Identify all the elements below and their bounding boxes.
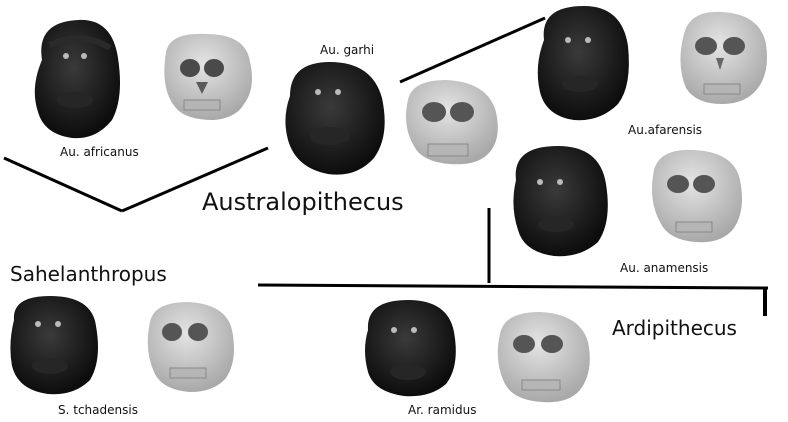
afarensis-head-image bbox=[538, 6, 629, 120]
branch-africanus-left bbox=[4, 158, 122, 211]
label-anamensis: Au. anamensis bbox=[620, 262, 708, 274]
anamensis-skull-image bbox=[652, 150, 742, 242]
garhi-head-image bbox=[285, 62, 384, 175]
branch-garhi-afarensis bbox=[400, 18, 545, 82]
ramidus-skull-image bbox=[498, 312, 590, 402]
anamensis-head-image bbox=[513, 146, 607, 256]
africanus-skull-image bbox=[164, 34, 252, 120]
label-africanus: Au. africanus bbox=[60, 146, 139, 158]
tchadensis-skull-image bbox=[148, 302, 234, 392]
africanus-head-image bbox=[35, 20, 120, 138]
genus-sahelanthropus: Sahelanthropus bbox=[10, 264, 167, 284]
main-timeline bbox=[258, 285, 768, 288]
garhi-skull-image bbox=[406, 80, 498, 164]
label-ramidus: Ar. ramidus bbox=[408, 404, 476, 416]
genus-ardipithecus: Ardipithecus bbox=[612, 318, 737, 338]
afarensis-skull-image bbox=[680, 12, 767, 104]
genus-australopithecus: Australopithecus bbox=[202, 190, 404, 214]
label-garhi: Au. garhi bbox=[320, 44, 374, 56]
tchadensis-head-image bbox=[10, 296, 98, 394]
ramidus-head-image bbox=[365, 300, 456, 396]
label-tchadensis: S. tchadensis bbox=[58, 404, 138, 416]
label-afarensis: Au.afarensis bbox=[628, 124, 702, 136]
